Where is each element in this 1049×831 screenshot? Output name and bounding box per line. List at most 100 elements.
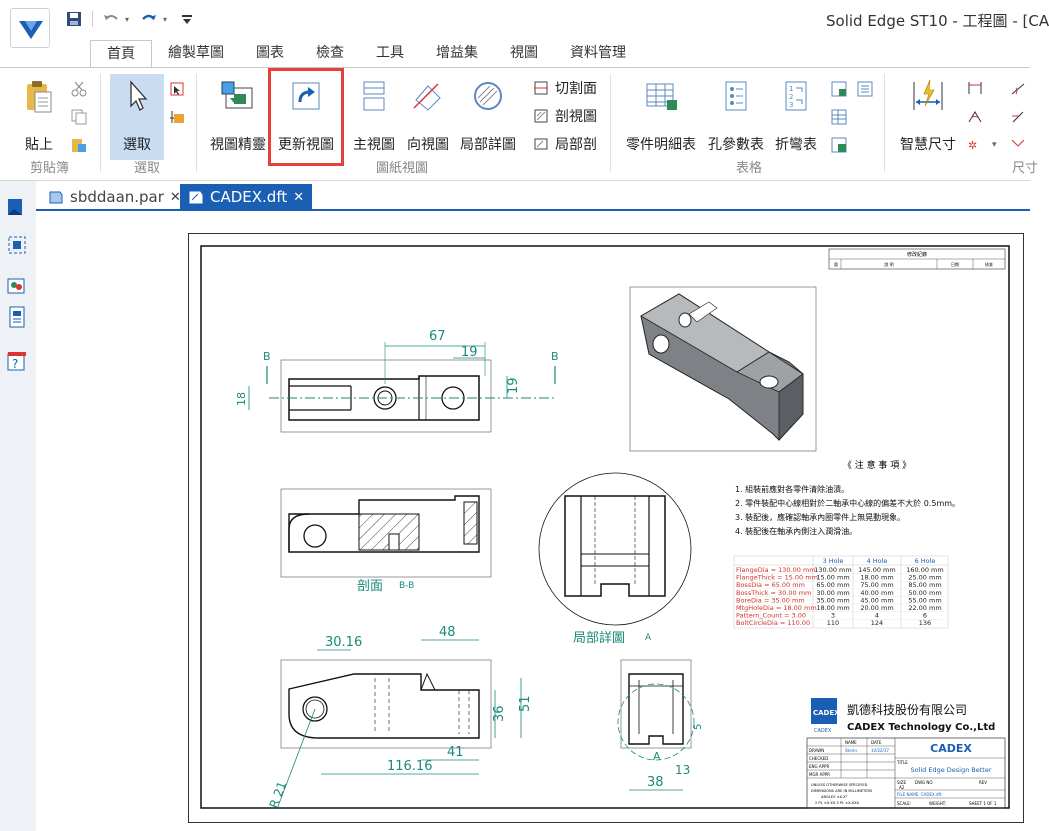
svg-text:ENG APPR: ENG APPR [809, 764, 829, 769]
close-tab-icon[interactable]: ✕ [169, 189, 181, 205]
redo-icon[interactable] [139, 9, 159, 29]
svg-text:REV: REV [979, 780, 987, 785]
sheet-list-icon[interactable] [5, 305, 29, 329]
detail-view-a[interactable]: 局部詳圖 A [538, 472, 692, 646]
svg-text:DATE: DATE [871, 740, 882, 745]
save-icon[interactable] [64, 9, 84, 29]
redo-dropdown-icon[interactable]: ▾ [163, 14, 168, 24]
doc-tab-sbddaan[interactable]: sbddaan.par ✕ [40, 184, 189, 210]
tab-home[interactable]: 首頁 [90, 40, 152, 68]
principal-view-button[interactable]: 主視圖 [348, 72, 400, 156]
tab-sketch[interactable]: 繪製草圖 [168, 45, 224, 61]
paste-special-icon[interactable] [70, 136, 88, 154]
angular-coordinate-icon[interactable] [1010, 80, 1028, 98]
svg-text:2: 2 [789, 93, 793, 101]
svg-text:DIMENSIONS ARE IN MILLIMETERS: DIMENSIONS ARE IN MILLIMETERS [811, 789, 873, 793]
note-4: 4. 裝配後在軸承內側注入潤滑油。 [735, 526, 857, 536]
paste-button[interactable]: 貼上 [18, 72, 60, 156]
sheet-properties-icon[interactable] [5, 233, 29, 257]
auxiliary-view-icon [413, 83, 441, 111]
solid-edge-app-icon[interactable] [10, 8, 50, 48]
view-wizard-icon [221, 81, 253, 109]
section-view-button[interactable]: 剖視圖 [532, 106, 597, 126]
broken-out-button[interactable]: 局部剖 [532, 134, 597, 154]
tab-data-management[interactable]: 資料管理 [570, 45, 626, 61]
principal-view-icon [363, 81, 385, 111]
table-green-icon[interactable] [830, 136, 848, 154]
close-tab-icon[interactable]: ✕ [293, 189, 305, 205]
dimension-30-16: 30.16 [325, 635, 362, 650]
section-button[interactable]: 切割面 [532, 78, 597, 98]
tabs-divider [0, 67, 1030, 68]
dimension-group-label: 尺寸 [1012, 161, 1039, 176]
undo-dropdown-icon[interactable]: ▾ [125, 14, 130, 24]
svg-text:Sterin: Sterin [845, 748, 857, 753]
angle-between-icon[interactable] [966, 108, 984, 126]
tab-inspect[interactable]: 檢查 [316, 45, 344, 61]
title-block[interactable]: NAME DATE DRAWN Sterin 10/22/17 CHECKED … [806, 737, 1006, 809]
copy-icon[interactable] [70, 108, 88, 126]
parameter-table[interactable]: 3 Hole 4 Hole 6 Hole FlangeDia = 130.00 … [733, 555, 949, 629]
coordinate-dimension-icon[interactable]: ✲ [966, 136, 984, 154]
table-grid-icon[interactable] [830, 108, 848, 126]
auxiliary-view-button[interactable]: 向視圖 [404, 72, 452, 156]
table-cell: 20.00 mm [860, 604, 893, 612]
help-icon[interactable]: ? [5, 349, 29, 373]
select-button[interactable]: 選取 [112, 72, 162, 156]
undo-icon[interactable] [101, 9, 121, 29]
table-row-label: FlangeThick = 15.00 mm [736, 574, 818, 582]
hole-table-button[interactable]: 孔參數表 [704, 72, 768, 156]
table-header-4hole: 4 Hole [867, 557, 888, 565]
tab-view[interactable]: 視圖 [510, 45, 538, 61]
distance-between-icon[interactable] [966, 80, 984, 98]
table-style-icon[interactable] [830, 80, 848, 98]
symmetric-diameter-icon[interactable] [1010, 108, 1028, 126]
doc-tab-cadex[interactable]: CADEX.dft ✕ [180, 184, 313, 210]
layers-icon[interactable] [5, 275, 29, 299]
table-cell: 3 [831, 612, 835, 620]
section-view-b-b[interactable]: 剖面 B-B [280, 488, 492, 594]
svg-text:?: ? [12, 357, 18, 371]
dimension-5: 5 [693, 724, 704, 730]
chamfer-dimension-icon[interactable] [1010, 136, 1028, 154]
svg-text:CADEX: CADEX [813, 709, 840, 717]
select-group-label: 選取 [134, 161, 161, 176]
tab-addins[interactable]: 增益集 [436, 45, 478, 61]
update-views-button[interactable]: 更新視圖 [272, 72, 340, 156]
tab-tools[interactable]: 工具 [376, 45, 404, 61]
dimension-19-top: 19 [461, 345, 478, 360]
drawing-sheet[interactable]: 修改紀錄 版 說 明 日期 核准 [188, 233, 1024, 823]
select-tools-icon[interactable] [168, 80, 186, 98]
parts-list-button[interactable]: 零件明細表 [622, 72, 700, 156]
library-icon[interactable] [5, 195, 29, 219]
section-icon [534, 81, 548, 95]
table-cell: 55.00 mm [908, 596, 941, 604]
front-view[interactable]: 30.16 48 51 36 41 116.16 R 21 [267, 625, 533, 810]
cut-icon[interactable] [70, 80, 88, 98]
svg-text:ANGLES ±X.X°: ANGLES ±X.X° [821, 795, 848, 799]
table-list-icon[interactable] [856, 80, 874, 98]
select-filter-icon[interactable] [168, 108, 186, 126]
clipboard-group-label: 剪貼簿 [30, 161, 70, 176]
top-view[interactable]: B B 67 19 19 18 [235, 329, 559, 433]
table-cell: 18.00 mm [816, 604, 849, 612]
customize-qat-icon[interactable] [177, 9, 197, 29]
dimension-13: 13 [675, 763, 690, 777]
view-wizard-button[interactable]: 視圖精靈 [206, 72, 270, 156]
svg-text:說 明: 說 明 [884, 261, 893, 267]
detail-view-button[interactable]: 局部詳圖 [456, 72, 520, 156]
side-view[interactable]: 38 A 13 5 [617, 659, 704, 791]
smart-dimension-icon [913, 79, 943, 110]
ribbon: 貼上 剪貼簿 選取 選取 視圖精靈 [0, 68, 1038, 180]
tab-chart[interactable]: 圖表 [256, 45, 284, 61]
coordinate-dropdown-icon[interactable]: ▾ [992, 140, 997, 150]
update-views-icon [292, 82, 320, 110]
dimension-41: 41 [447, 745, 464, 760]
smart-dimension-button[interactable]: 智慧尺寸 [896, 72, 960, 156]
left-sidebar: ? [0, 181, 36, 831]
svg-text:TITLE: TITLE [896, 760, 908, 765]
tables-group-label: 表格 [736, 161, 763, 176]
drawing-canvas[interactable]: 修改紀錄 版 說 明 日期 核准 [36, 211, 1030, 831]
isometric-view[interactable] [629, 286, 817, 452]
